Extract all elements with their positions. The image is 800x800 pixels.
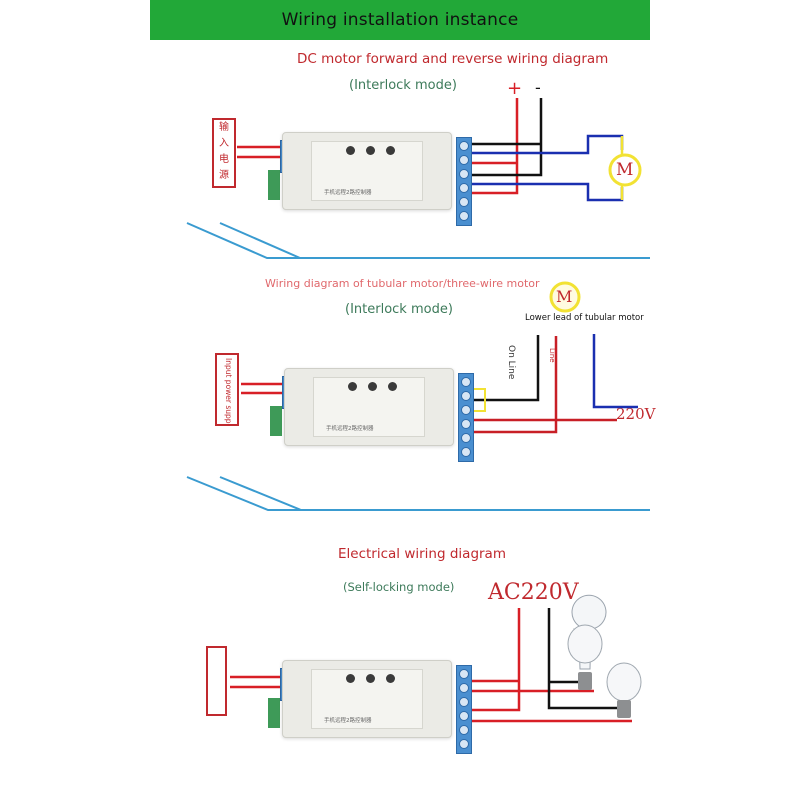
- motor-caption: Lower lead of tubular motor: [525, 313, 644, 323]
- bulb-icon-1: [567, 594, 607, 690]
- s1-controller-device: 手机远程2路控制器: [262, 132, 474, 226]
- s3-input-box: [206, 646, 227, 716]
- s3-output-terminal: [456, 665, 472, 754]
- section3-mode: (Self-locking mode): [343, 580, 455, 594]
- section2-mode: (Interlock mode): [345, 302, 453, 317]
- s2-output-terminal: [458, 373, 474, 462]
- section1-mode: (Interlock mode): [349, 78, 457, 93]
- s2-motor-label: M: [556, 287, 573, 306]
- s2-controller-device: 手机远程2路控制器: [264, 368, 476, 462]
- s1-device-label: 手机远程2路控制器: [324, 190, 372, 196]
- bulb-icon-2: [606, 662, 642, 718]
- section3-title: Electrical wiring diagram: [338, 546, 506, 562]
- s2-motor-symbol: [549, 281, 581, 313]
- minus-sign: -: [535, 78, 541, 97]
- s1-input-power-box: 输入电源: [212, 118, 236, 188]
- s1-red-bus: [470, 98, 519, 195]
- voltage-ac220v: AC220V: [488, 580, 579, 605]
- s3-controller-device: 手机远程2路控制器: [262, 660, 474, 754]
- divider-1: [186, 222, 650, 259]
- s1-motor-label: M: [616, 160, 634, 180]
- header-banner: Wiring installation instance: [150, 0, 650, 40]
- s2-input-power-box: Input power supply: [215, 353, 239, 426]
- s1-input-label: 输入电源: [219, 122, 229, 181]
- s1-input-wires: [237, 145, 282, 159]
- s1-black-bus: [470, 98, 543, 177]
- plus-sign: +: [507, 78, 523, 99]
- s3-device-label: 手机远程2路控制器: [324, 718, 372, 724]
- banner-title: Wiring installation instance: [281, 10, 519, 30]
- divider-2: [186, 476, 650, 511]
- s1-motor-symbol: [608, 136, 642, 200]
- s1-output-terminal: [456, 137, 472, 226]
- s2-device-label: 手机远程2路控制器: [326, 426, 374, 432]
- section1-title: DC motor forward and reverse wiring diag…: [297, 51, 609, 67]
- voltage-220v: 220V: [616, 405, 656, 423]
- section2-title: Wiring diagram of tubular motor/three-wi…: [265, 277, 540, 290]
- s2-input-label: Input power supply: [224, 358, 233, 426]
